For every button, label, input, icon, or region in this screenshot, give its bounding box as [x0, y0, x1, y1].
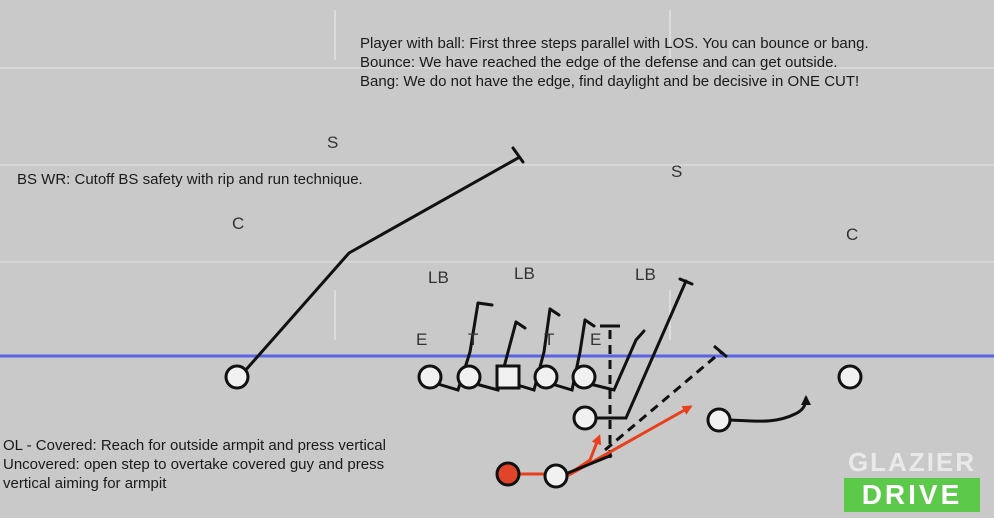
ol4-block-bar: [583, 318, 596, 328]
ol2-block-bar: [514, 320, 527, 330]
ol-covered-line: OL - Covered: Reach for outside armpit a…: [3, 437, 386, 454]
def-lb-right: LB: [635, 265, 656, 284]
ol1-block-bar: [476, 301, 494, 307]
player-qb: [543, 463, 569, 489]
def-safety-left: S: [327, 133, 339, 152]
glazier-drive-logo: GLAZIER DRIVE: [844, 448, 980, 512]
def-corner-left: C: [232, 214, 245, 233]
player-center: [495, 364, 521, 390]
def-safety-right: S: [671, 162, 683, 181]
player-ol1: [417, 364, 443, 390]
center-block-bar: [548, 307, 561, 317]
bs-wr-block-bar: [511, 146, 525, 164]
logo-bottom-text: DRIVE: [844, 478, 980, 512]
ol-uncovered-line: Uncovered: open step to overtake covered…: [3, 456, 385, 473]
def-end-left: E: [416, 330, 428, 349]
player-ball-carrier: [495, 461, 521, 487]
te-route-bar: [678, 277, 694, 286]
logo-top-text: GLAZIER: [847, 447, 977, 477]
def-lb-mid: LB: [514, 264, 535, 283]
diagonal-dash: [604, 350, 722, 452]
ball-carrier-note-line: Player with ball: First three steps para…: [360, 35, 869, 52]
def-end-right: E: [590, 330, 602, 349]
def-lb-left: LB: [428, 268, 449, 287]
bang-note-line: Bang: We do not have the edge, find dayl…: [360, 73, 860, 90]
ball-carrier-note: Player with ball: First three steps para…: [360, 34, 869, 91]
bs-wr-route: [242, 156, 520, 374]
bounce-note-line: Bounce: We have reached the edge of the …: [360, 54, 838, 71]
def-corner-right: C: [846, 225, 859, 244]
def-tackle-left: T: [468, 330, 479, 349]
player-te: [572, 405, 598, 431]
player-wr-slot: [706, 407, 732, 433]
ol-note: OL - Covered: Reach for outside armpit a…: [3, 436, 386, 493]
player-ol2: [456, 364, 482, 390]
wr-right-route: [728, 395, 811, 423]
te-route: [594, 279, 688, 420]
dashed-paths: [600, 324, 728, 458]
player-ol4: [533, 364, 559, 390]
def-tackle-right: T: [544, 330, 555, 349]
player-wr-right: [837, 364, 863, 390]
ol5-block: [588, 329, 646, 392]
offense: [224, 364, 863, 489]
black-path-junction: [562, 453, 613, 477]
player-bs-wr: [224, 364, 250, 390]
player-ol5: [571, 364, 597, 390]
ol-uncovered-line-2: vertical aiming for armpit: [3, 475, 167, 492]
bang-route: [567, 434, 602, 476]
bs-wr-note: BS WR: Cutoff BS safety with rip and run…: [17, 171, 363, 188]
field-lines: [0, 67, 994, 263]
